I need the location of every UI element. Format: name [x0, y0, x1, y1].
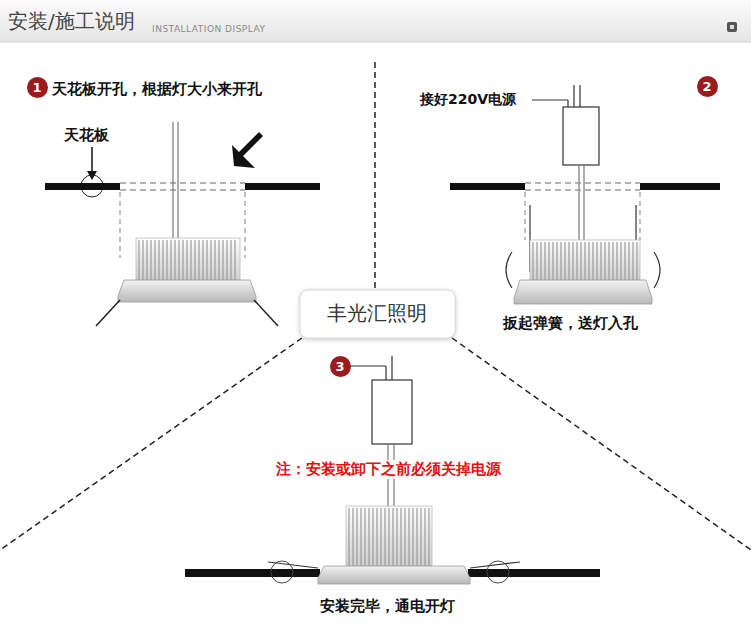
callout-number: 1: [32, 80, 41, 95]
brand-box: 丰光汇照明: [300, 289, 455, 337]
section-title: 安装/施工说明: [8, 8, 135, 34]
step-text: 天花板开孔，根据灯大小来开孔: [52, 80, 262, 99]
step-text: 扳起弹簧，送灯入孔: [503, 314, 638, 333]
ceiling-label: 天花板: [64, 126, 109, 145]
step-text: 安装完毕，通电开灯: [320, 597, 455, 616]
subtitle: INSTALLATION DISPLAY: [152, 24, 265, 34]
step-badge: 2: [697, 76, 718, 97]
callout-number: 2: [702, 79, 711, 94]
brand-name: 丰光汇照明: [327, 300, 427, 327]
warning-note: 注：安装或卸下之前必须关掉电源: [273, 460, 504, 479]
step-badge: 3: [330, 356, 351, 377]
step-badge: 1: [27, 77, 48, 98]
power-label: 接好220V电源: [420, 91, 516, 109]
callout-number: 3: [335, 359, 344, 374]
